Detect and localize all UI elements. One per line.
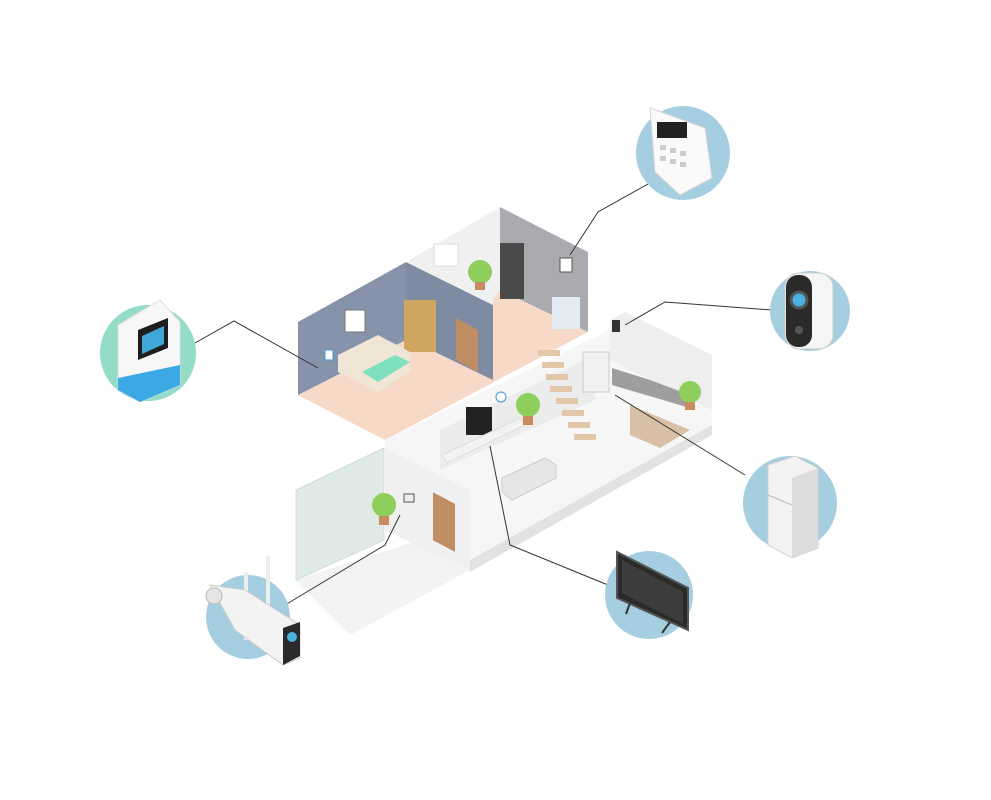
connector-keypad	[569, 183, 649, 256]
bed	[338, 335, 410, 392]
connector-panel	[194, 320, 319, 369]
upper-floor	[298, 290, 588, 440]
fridge-in-kitchen	[582, 351, 610, 393]
glass-fence	[295, 447, 385, 581]
connectors	[194, 183, 773, 606]
connector-outdoor-camera	[284, 514, 401, 606]
living-tv	[466, 407, 492, 435]
stairs	[538, 350, 596, 440]
plants	[372, 260, 701, 525]
device-tv	[605, 550, 693, 639]
device-keypad	[636, 106, 730, 200]
panel-marker	[324, 349, 334, 361]
bed-cover	[362, 355, 410, 382]
keypad-marker	[559, 257, 573, 273]
lower-front-edge	[470, 425, 712, 572]
yard-ground	[295, 540, 470, 635]
connector-camera	[624, 301, 773, 326]
house-illustration	[295, 207, 712, 635]
sofa	[501, 457, 557, 501]
bedroom-door	[456, 318, 478, 372]
device-panel	[100, 299, 196, 403]
shelf-unit	[500, 243, 524, 299]
camera-marker	[612, 320, 620, 332]
cabinet	[552, 297, 580, 329]
wardrobe	[404, 300, 436, 352]
picture-frame	[344, 309, 366, 333]
outdoor-camera-icon	[205, 556, 301, 666]
entry-door	[433, 492, 455, 552]
kitchen-floor	[630, 405, 690, 448]
connector-tv	[489, 445, 609, 586]
outdoor-camera-marker	[403, 493, 415, 503]
device-fridge	[743, 455, 837, 559]
window-upper	[433, 243, 459, 267]
device-outdoor-camera	[205, 556, 301, 666]
device-camera	[770, 271, 850, 351]
connector-fridge	[614, 394, 746, 476]
counter	[612, 368, 690, 408]
wall-clock	[495, 391, 507, 403]
